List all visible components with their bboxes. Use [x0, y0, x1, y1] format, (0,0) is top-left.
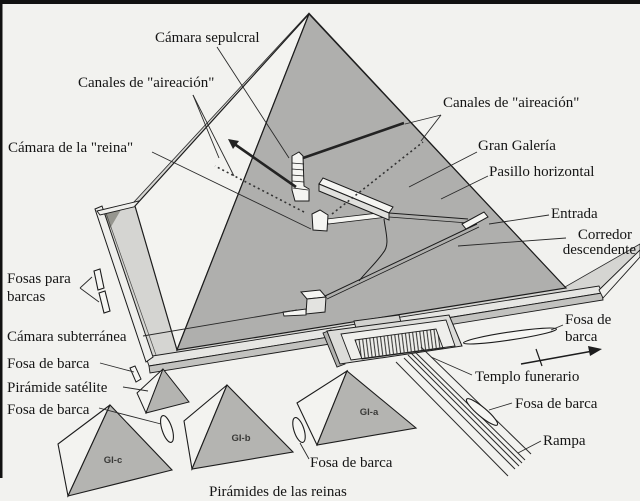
leader-fosas-2: [79, 287, 100, 303]
arrow-tick: [535, 348, 543, 367]
leader-fosa-sur: [299, 442, 310, 460]
boat-pit-west-2: [98, 290, 111, 314]
label-gi-c: GI-c: [104, 455, 122, 466]
label-fosa-de-barca-este-1: Fosa de: [565, 312, 612, 328]
label-gi-a: GI-a: [360, 407, 379, 418]
leader-canales-oeste-2: [192, 94, 235, 177]
label-pasillo-horizontal: Pasillo horizontal: [489, 164, 594, 180]
scan-border-top: [0, 0, 640, 4]
descending-corridor: [324, 223, 478, 297]
label-entrada: Entrada: [551, 206, 598, 222]
leader-corredor: [457, 237, 567, 247]
dead-end-passage: [282, 308, 307, 317]
descending-corridor-2: [326, 226, 480, 300]
leader-fosas-1: [79, 276, 93, 289]
queen-air-channel-south: [331, 141, 424, 215]
label-camara-sepulcral: Cámara sepulcral: [155, 30, 260, 46]
leader-canales-este-1: [404, 114, 442, 125]
label-fosa-de-barca-este-2: barca: [565, 329, 598, 345]
leader-fosa-rampa: [488, 402, 513, 411]
boat-pit-queens-east: [292, 416, 306, 444]
leader-rampa: [517, 440, 542, 454]
label-camara-de-la-reina: Cámara de la "reina": [8, 140, 133, 156]
label-gi-b: GI-b: [232, 433, 251, 444]
well-shaft: [358, 218, 388, 282]
king-air-channel-south: [302, 121, 405, 160]
queen-air-channel-north: [214, 165, 305, 213]
leader-entrada: [488, 214, 550, 225]
label-corredor-descendente-1: Corredor: [578, 227, 632, 243]
causeway-ramp: [395, 346, 532, 477]
boat-pit-queens-west: [160, 415, 174, 443]
leader-camara-reina: [151, 151, 312, 230]
label-fosas-para-barcas-1: Fosas para: [7, 271, 71, 287]
leader-satelite: [122, 386, 149, 392]
boat-pit-ramp: [465, 398, 499, 426]
label-templo-funerario: Templo funerario: [475, 369, 579, 385]
pyramid-entrance: [461, 211, 489, 230]
leader-lines: [79, 46, 567, 460]
scan-border-left: [0, 0, 3, 478]
temple-colonnade-hatch: [354, 328, 444, 360]
queens-pyramid-gi-c: [57, 404, 174, 498]
label-gran-galeria: Gran Galería: [478, 138, 556, 154]
label-camara-subterranea: Cámara subterránea: [7, 329, 127, 345]
east-wall-stub: [598, 249, 640, 299]
funerary-temple: [322, 314, 463, 368]
grand-gallery-front: [318, 183, 390, 221]
queens-pyramid-gi-a: [296, 369, 418, 447]
queens-pyramid-gi-b: [183, 384, 295, 471]
leader-canales-este-2: [420, 114, 442, 142]
boat-pit-south-corner: [129, 365, 142, 383]
entrance-corridor: [388, 212, 469, 220]
direction-arrow: [520, 346, 602, 367]
leader-fosa-suroeste: [98, 407, 162, 425]
leader-pasillo: [440, 175, 489, 200]
leader-fosa-este: [550, 324, 564, 331]
label-fosa-de-barca-rampa: Fosa de barca: [515, 396, 598, 412]
leader-canales-oeste-1: [192, 94, 220, 159]
label-fosa-de-barca-sur: Fosa de barca: [310, 455, 393, 471]
label-piramide-satelite: Pirámide satélite: [7, 380, 108, 396]
pyramid-interior: [214, 121, 489, 317]
leader-gran-galeria: [408, 151, 478, 188]
label-corredor-descendente-2: descendente: [563, 242, 637, 258]
king-air-channel-north: [232, 141, 297, 189]
leader-camara-sepulcral: [216, 46, 290, 159]
label-piramides-de-las-reinas: Pirámides de las reinas: [209, 484, 347, 500]
west-wall-inner-line: [105, 212, 157, 356]
label-fosa-de-barca-suroeste: Fosa de barca: [7, 402, 90, 418]
leader-fosa-oeste: [99, 362, 135, 373]
label-rampa: Rampa: [543, 433, 586, 449]
label-canales-aireacion-oeste: Canales de "aireación": [78, 75, 214, 91]
air-channel-arrowhead: [228, 139, 239, 149]
west-wall: [94, 205, 154, 363]
satellite-pyramid: [136, 368, 190, 415]
label-fosa-de-barca-oeste: Fosa de barca: [7, 356, 90, 372]
queen-chamber: [311, 209, 329, 232]
leader-subterranea: [142, 309, 298, 337]
boat-pits: [93, 268, 558, 444]
boat-pit-west-1: [93, 268, 105, 291]
leader-templo: [430, 356, 473, 376]
diagram-labels: Cámara sepulcral Canales de "aireación" …: [7, 30, 636, 500]
label-canales-aireacion-este: Canales de "aireación": [443, 95, 579, 111]
entrance-corridor-2: [388, 216, 469, 224]
boat-pit-east: [462, 327, 558, 345]
subterranean-chamber-front: [305, 296, 327, 315]
label-fosas-para-barcas-2: barcas: [7, 289, 45, 305]
